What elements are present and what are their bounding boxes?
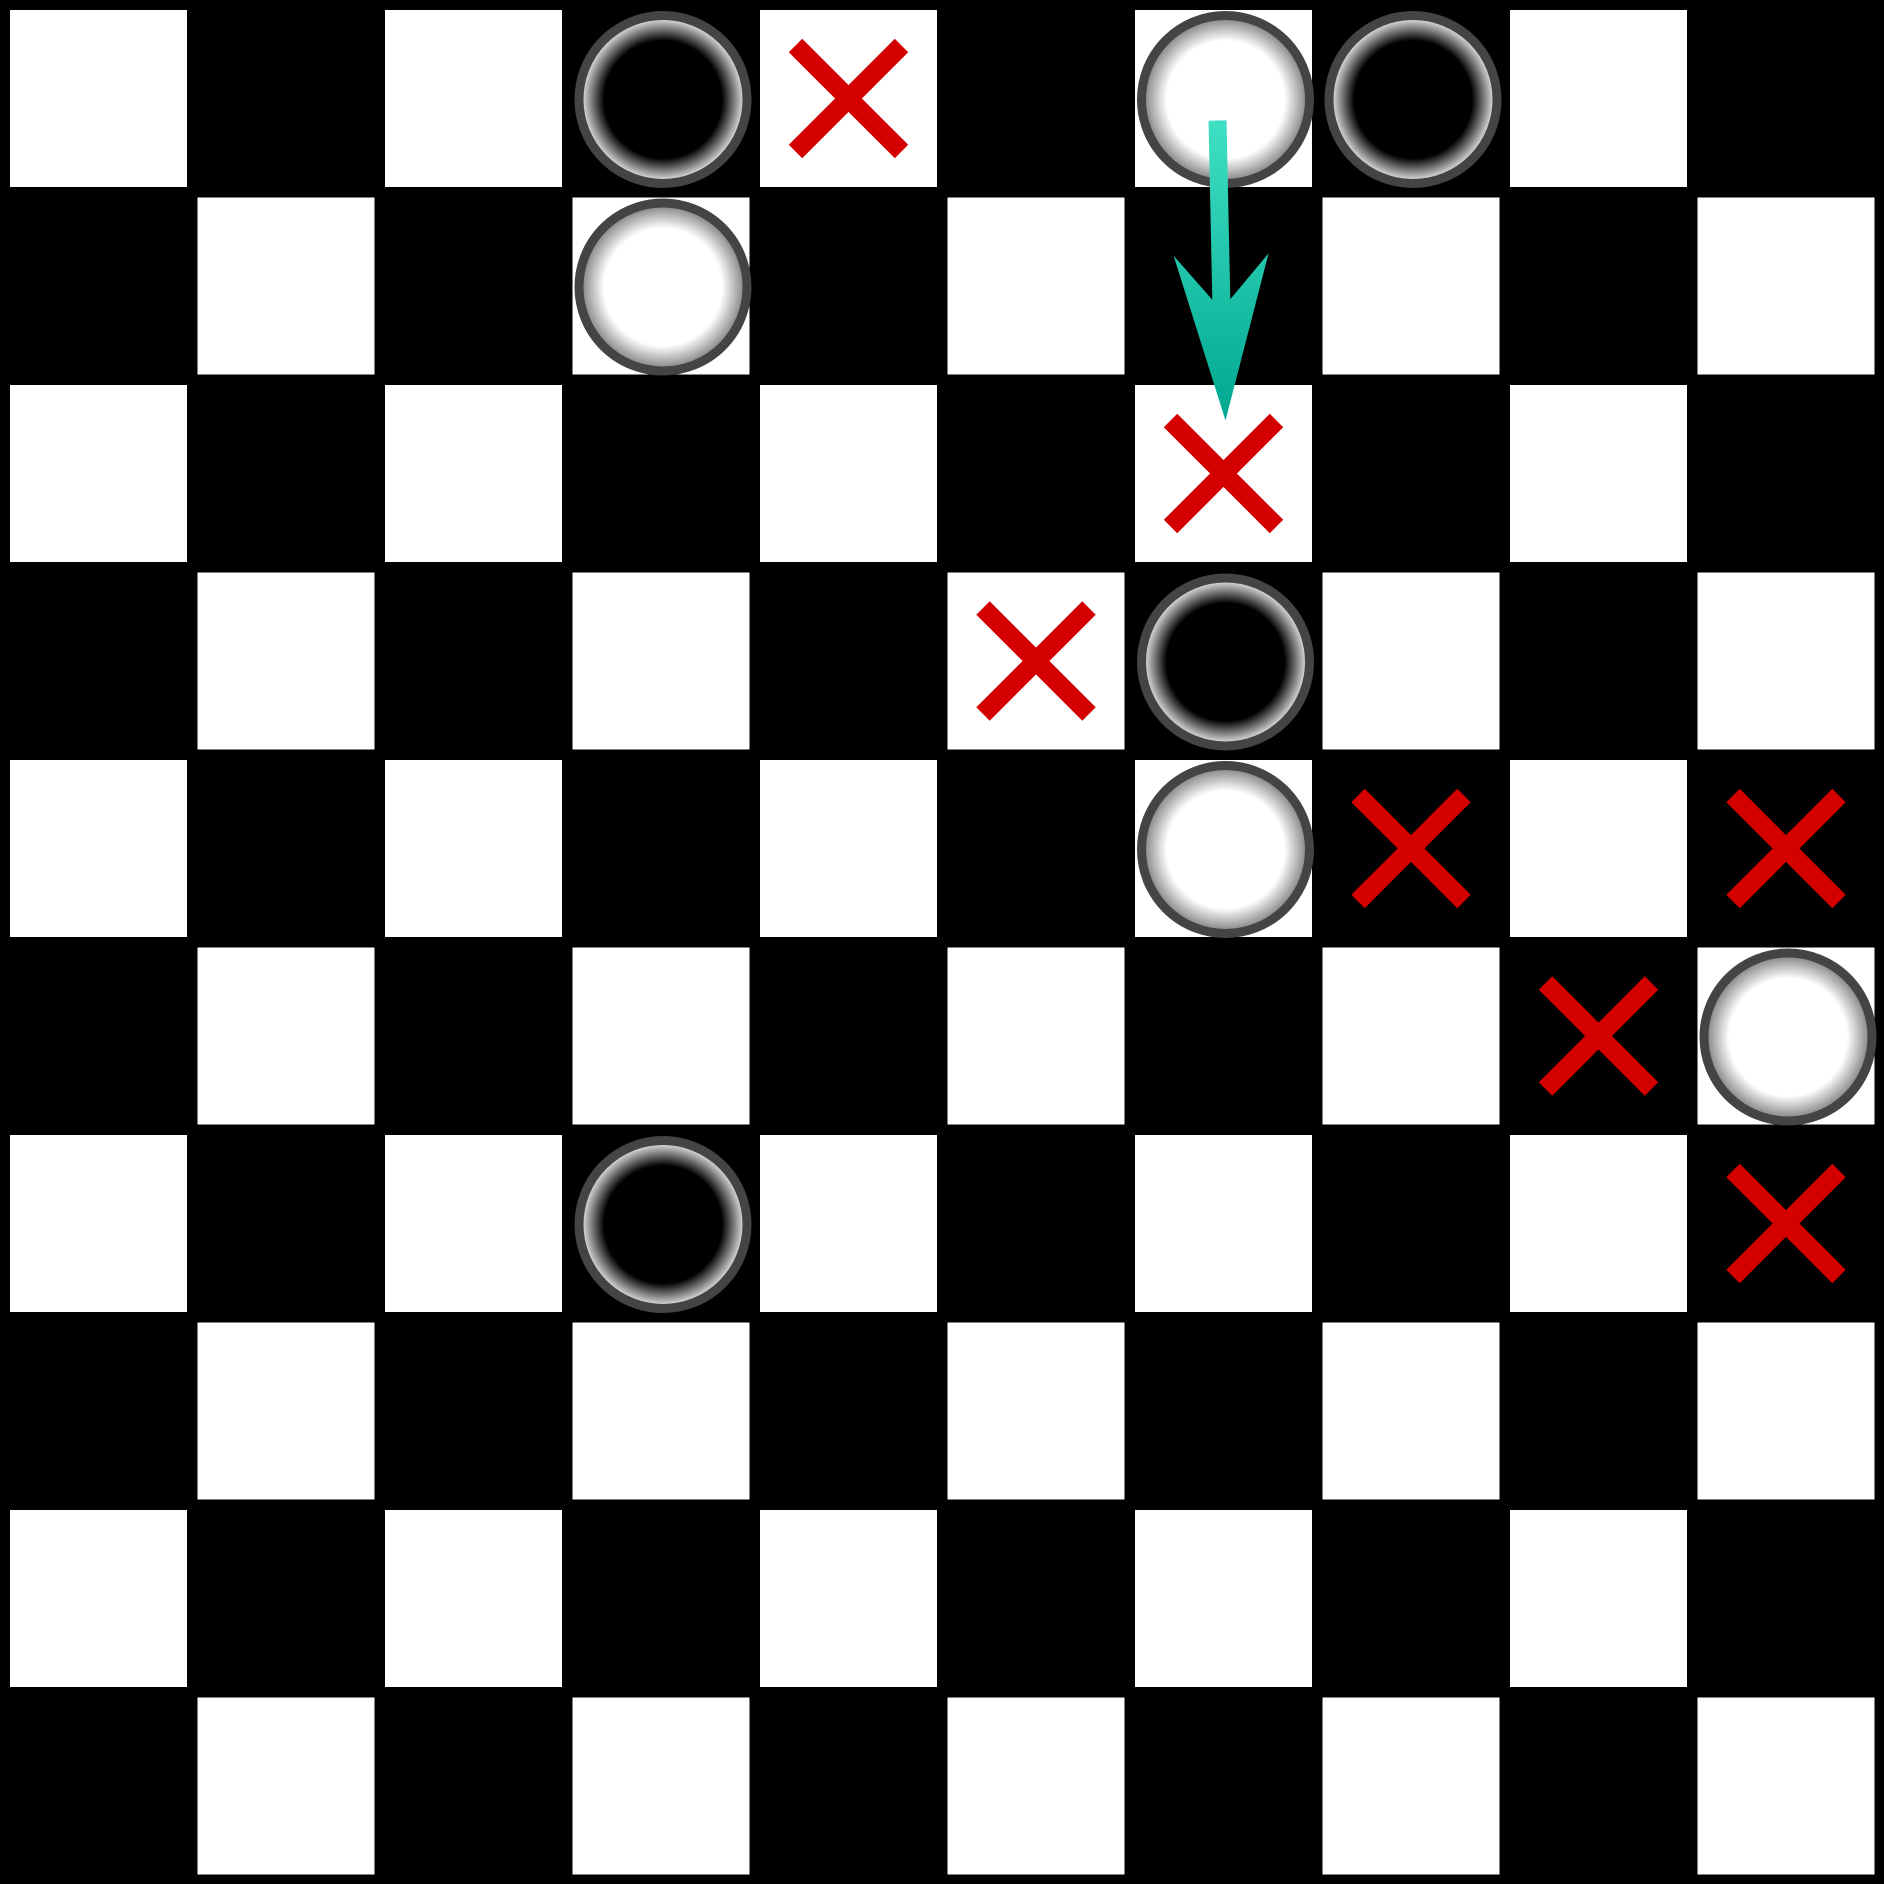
cross-mark-icon[interactable] bbox=[1726, 1163, 1846, 1284]
board-square[interactable] bbox=[760, 1135, 937, 1312]
board-square[interactable] bbox=[197, 1697, 375, 1875]
black-piece[interactable] bbox=[574, 1136, 752, 1313]
board-square[interactable] bbox=[10, 10, 187, 187]
cross-mark-icon[interactable] bbox=[788, 38, 909, 159]
white-piece[interactable] bbox=[1137, 761, 1314, 938]
board-square[interactable] bbox=[385, 10, 562, 187]
white-piece[interactable] bbox=[574, 198, 752, 376]
board-square[interactable] bbox=[385, 385, 562, 562]
move-arrow-icon bbox=[1173, 120, 1269, 421]
black-piece[interactable] bbox=[574, 11, 752, 188]
board-square[interactable] bbox=[1322, 572, 1500, 750]
board-square[interactable] bbox=[385, 1135, 562, 1312]
board-square[interactable] bbox=[1697, 572, 1875, 750]
board-square[interactable] bbox=[385, 1510, 562, 1687]
board-square[interactable] bbox=[572, 1322, 750, 1500]
board-square[interactable] bbox=[1697, 1322, 1875, 1500]
board-square[interactable] bbox=[572, 947, 750, 1125]
board-square[interactable] bbox=[947, 1322, 1125, 1500]
cross-markers bbox=[788, 38, 1846, 1284]
board-square[interactable] bbox=[197, 947, 375, 1125]
board-square[interactable] bbox=[1322, 1697, 1500, 1875]
board-square[interactable] bbox=[1510, 760, 1687, 937]
board-square[interactable] bbox=[760, 1510, 937, 1687]
board-square[interactable] bbox=[1510, 1510, 1687, 1687]
board-square[interactable] bbox=[760, 385, 937, 562]
board-square[interactable] bbox=[10, 1510, 187, 1687]
board-square[interactable] bbox=[572, 572, 750, 750]
board-square[interactable] bbox=[1322, 947, 1500, 1125]
move-arrows bbox=[1173, 120, 1269, 421]
board-square[interactable] bbox=[1322, 1322, 1500, 1500]
pieces bbox=[574, 11, 1877, 1313]
board-square[interactable] bbox=[947, 1697, 1125, 1875]
cross-mark-icon[interactable] bbox=[976, 601, 1096, 721]
board-square[interactable] bbox=[10, 1135, 187, 1312]
board-square[interactable] bbox=[572, 1697, 750, 1875]
board-square[interactable] bbox=[760, 760, 937, 937]
cross-mark-icon[interactable] bbox=[1538, 976, 1659, 1096]
board-square[interactable] bbox=[385, 760, 562, 937]
board-square[interactable] bbox=[10, 385, 187, 562]
board-square[interactable] bbox=[197, 197, 375, 375]
board-square[interactable] bbox=[1697, 1697, 1875, 1875]
board-square[interactable] bbox=[197, 572, 375, 750]
board-square[interactable] bbox=[1510, 1135, 1687, 1312]
board-square[interactable] bbox=[197, 1322, 375, 1500]
board-square[interactable] bbox=[1135, 1135, 1312, 1312]
board-square[interactable] bbox=[1697, 197, 1875, 375]
black-piece[interactable] bbox=[1137, 573, 1314, 751]
white-piece[interactable] bbox=[1699, 948, 1877, 1126]
board-square[interactable] bbox=[1322, 197, 1500, 375]
cross-mark-icon[interactable] bbox=[1726, 788, 1846, 909]
cross-mark-icon[interactable] bbox=[1163, 413, 1284, 534]
board-square[interactable] bbox=[947, 197, 1125, 375]
board-square[interactable] bbox=[947, 947, 1125, 1125]
board-square[interactable] bbox=[1135, 1510, 1312, 1687]
board-square[interactable] bbox=[10, 760, 187, 937]
cross-mark-icon[interactable] bbox=[1351, 788, 1471, 909]
board-square[interactable] bbox=[1510, 10, 1687, 187]
board-square[interactable] bbox=[1510, 385, 1687, 562]
black-piece[interactable] bbox=[1324, 11, 1502, 188]
